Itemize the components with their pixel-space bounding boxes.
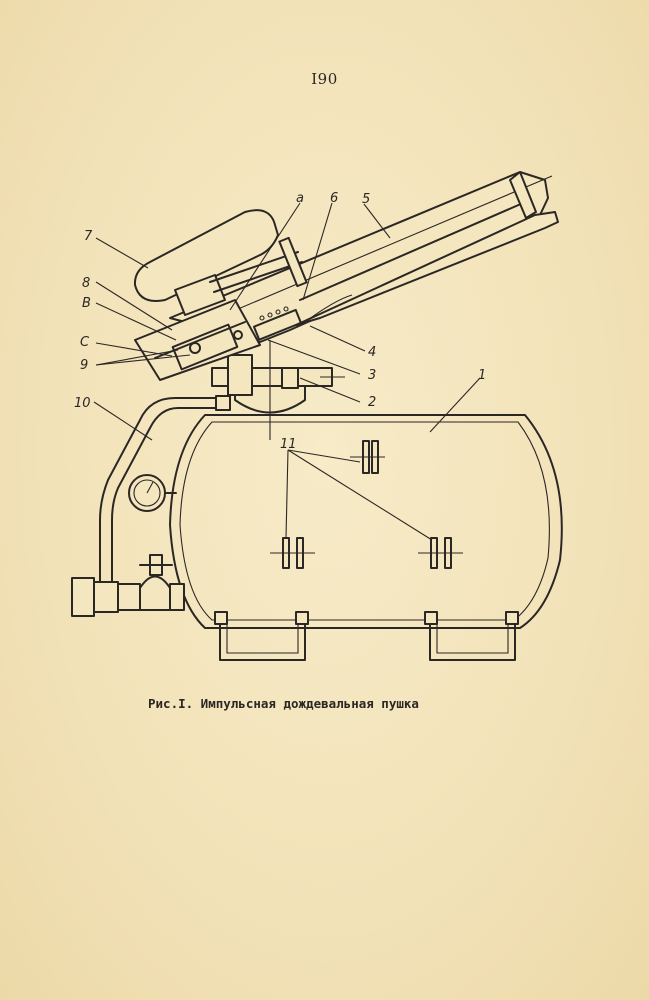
label-b: B <box>82 296 91 311</box>
label-9: 9 <box>80 358 88 373</box>
barrel <box>169 171 559 343</box>
label-11: 11 <box>280 437 297 452</box>
pressure-gauge <box>128 474 177 512</box>
air-accumulator <box>133 209 308 316</box>
label-2: 2 <box>368 395 376 410</box>
part-labels: 7 8 B C 9 10 a 6 5 4 3 2 1 11 <box>74 191 486 452</box>
page-number: I90 <box>311 70 338 88</box>
label-7: 7 <box>84 229 93 244</box>
label-4: 4 <box>368 345 376 360</box>
label-c: C <box>80 335 90 350</box>
tank-support-left <box>214 611 309 661</box>
leader-lines <box>93 202 481 541</box>
label-8: 8 <box>82 276 90 291</box>
label-1: 1 <box>478 368 486 383</box>
rain-gun-diagram: 7 8 B C 9 10 a 6 5 4 3 2 1 11 <box>71 171 563 661</box>
label-5: 5 <box>362 192 370 207</box>
supply-pipe <box>99 395 231 591</box>
tank-support-right <box>424 611 519 661</box>
breech-block <box>134 299 302 381</box>
baffle-plates <box>270 440 463 569</box>
label-6: 6 <box>330 191 338 206</box>
label-10: 10 <box>74 396 91 411</box>
label-3: 3 <box>368 368 376 383</box>
label-a: a <box>296 191 304 206</box>
valve-holes <box>259 306 289 321</box>
turret-base <box>211 340 345 440</box>
figure-caption: Рис.I. Импульсная дождевальная пушка <box>148 696 419 711</box>
valve-assembly <box>71 554 185 617</box>
